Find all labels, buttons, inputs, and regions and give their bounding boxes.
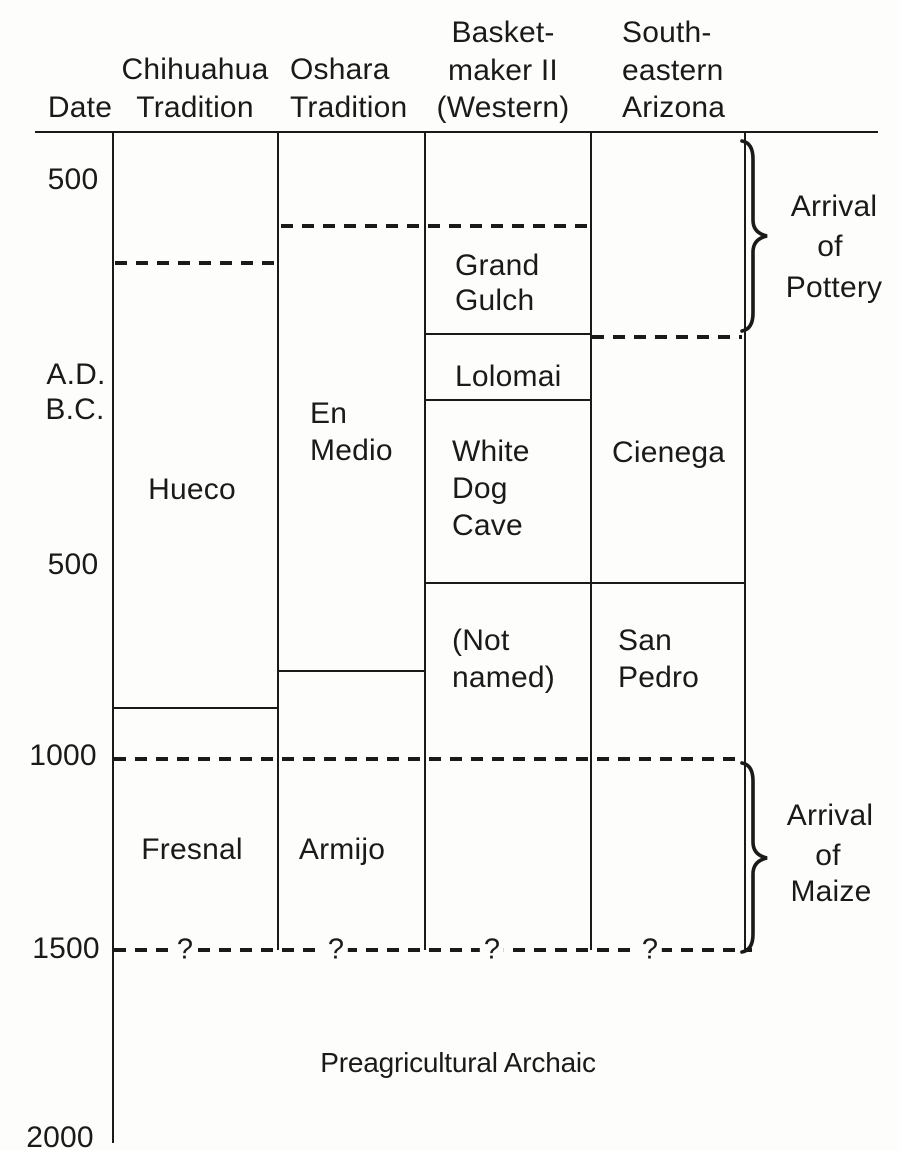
question-mark-chihuahua: ? xyxy=(172,935,198,965)
phase-label-grandgulch-1: Grand xyxy=(455,249,540,282)
date-label-bc: B.C. xyxy=(45,393,105,426)
phase-label-notnamed-1: (Not xyxy=(452,624,510,657)
annotation-arrival-of-maize-3: Maize xyxy=(790,875,872,908)
maize-brace xyxy=(740,761,768,954)
column-divider-oshara-basketmaker xyxy=(424,131,426,950)
phase-label-lolomai: Lolomai xyxy=(455,360,562,393)
question-mark-oshara: ? xyxy=(323,935,349,965)
phase-label-hueco: Hueco xyxy=(148,473,236,506)
phase-label-sanpedro-1: San xyxy=(618,624,672,657)
pottery-dashed-oshara-basketmaker xyxy=(281,224,588,228)
phase-label-whitedogcave-2: Dog xyxy=(452,472,508,505)
phase-label-cienega: Cienega xyxy=(612,436,726,469)
phase-label-fresnal: Fresnal xyxy=(141,833,243,866)
header-rule xyxy=(35,131,878,133)
date-label-bc1500: 1500 xyxy=(32,932,100,965)
annotation-arrival-of-pottery-3: Pottery xyxy=(785,271,883,304)
date-label-ad500: 500 xyxy=(47,163,99,196)
column-header-chihuahua-2: Tradition xyxy=(136,91,254,124)
date-axis-line xyxy=(112,131,114,1143)
phase-label-armijo: Armijo xyxy=(298,833,386,866)
lolomai-whitedogcave-boundary xyxy=(424,399,592,401)
whitedogcave-notnamed-boundary xyxy=(424,582,746,584)
column-header-chihuahua-1: Chihuahua xyxy=(121,53,269,86)
column-header-oshara-1: Oshara xyxy=(290,53,390,86)
phase-label-enmedio-1: En xyxy=(310,397,348,430)
annotation-arrival-of-pottery-2: of xyxy=(817,230,843,263)
pottery-dashed-chihuahua xyxy=(115,261,277,265)
annotation-arrival-of-maize-2: of xyxy=(815,839,841,872)
phase-label-notnamed-2: named) xyxy=(452,661,555,694)
column-header-basketmaker-2: maker II xyxy=(448,54,558,87)
date-label-ad: A.D. xyxy=(46,358,106,391)
hueco-fresnal-boundary xyxy=(112,707,279,709)
column-header-searizona-1: South- xyxy=(622,16,712,49)
column-header-basketmaker-1: Basket- xyxy=(451,16,555,49)
pottery-brace xyxy=(740,139,768,333)
phase-label-enmedio-2: Medio xyxy=(310,434,393,467)
annotation-arrival-of-pottery-1: Arrival xyxy=(790,190,878,223)
column-divider-chihuahua-oshara xyxy=(277,131,279,950)
date-label-bc500: 500 xyxy=(47,548,99,581)
column-header-basketmaker-3: (Western) xyxy=(436,91,570,124)
maize-dashed-1000bc xyxy=(114,757,742,761)
pottery-dashed-searizona xyxy=(592,335,742,339)
date-label-bc2000: 2000 xyxy=(26,1121,94,1150)
column-divider-basketmaker-searizona xyxy=(590,131,592,950)
axis-title: Date xyxy=(47,91,113,124)
question-mark-searizona: ? xyxy=(637,935,663,965)
phase-label-preagricultural-archaic: Preagricultural Archaic xyxy=(320,1047,596,1078)
annotation-arrival-of-maize-1: Arrival xyxy=(786,799,874,832)
maize-dashed-1500bc xyxy=(114,948,752,952)
phase-label-grandgulch-2: Gulch xyxy=(455,284,535,317)
column-header-oshara-2: Tradition xyxy=(290,91,408,124)
column-header-searizona-2: eastern xyxy=(622,54,724,87)
column-header-searizona-3: Arizona xyxy=(622,91,726,124)
question-mark-basketmaker: ? xyxy=(479,935,505,965)
chart-right-edge xyxy=(744,131,746,950)
phase-label-whitedogcave-3: Cave xyxy=(452,509,523,542)
date-label-bc1000: 1000 xyxy=(29,739,97,772)
phase-label-sanpedro-2: Pedro xyxy=(618,661,700,694)
phase-label-whitedogcave-1: White xyxy=(452,435,530,468)
enmedio-armijo-boundary xyxy=(277,670,426,672)
grand-gulch-lolomai-boundary xyxy=(424,333,592,335)
